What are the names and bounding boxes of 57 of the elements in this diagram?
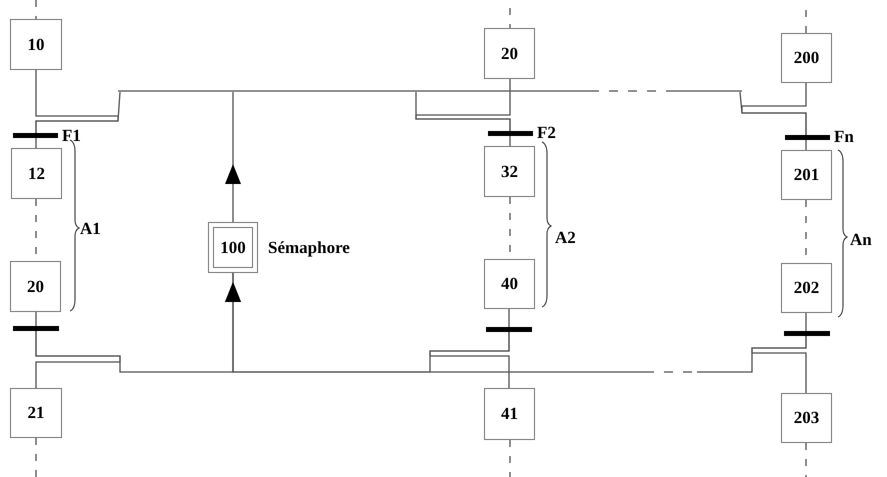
step-box	[484, 388, 535, 440]
connector-line	[739, 92, 807, 135]
step-number: 21	[28, 403, 44, 423]
connector-line	[508, 309, 510, 327]
connector-line	[805, 140, 807, 150]
step-number: 10	[28, 34, 44, 54]
step-number: 12	[28, 164, 45, 184]
sequence-label: A1	[80, 220, 101, 237]
step-box	[781, 263, 832, 313]
step-number: 100	[220, 238, 246, 258]
transition-bar	[488, 131, 533, 136]
step-box	[10, 19, 62, 70]
step-number: 41	[501, 404, 518, 424]
transition-label: F2	[537, 124, 556, 141]
arrow	[225, 92, 241, 222]
connector-line	[415, 92, 511, 131]
step-box	[781, 150, 832, 200]
step-box	[484, 146, 535, 197]
step-box	[781, 393, 832, 443]
transition-bar	[13, 133, 58, 138]
connector-line	[805, 313, 807, 331]
initial-step-box	[208, 222, 258, 273]
dashed-connector	[805, 10, 807, 33]
dashed-connector	[35, 438, 37, 477]
bus-line	[118, 90, 742, 92]
step-number: 203	[794, 408, 820, 428]
step-number: 32	[501, 162, 518, 182]
dashed-connector	[509, 8, 511, 28]
sequence-label: An	[850, 231, 872, 248]
step-box	[10, 388, 62, 438]
dashed-connector	[509, 440, 511, 477]
step-box	[484, 28, 535, 79]
sequence-label: A2	[555, 229, 576, 246]
connector-line	[509, 136, 511, 146]
step-caption: Sémaphore	[268, 239, 350, 256]
step-box	[11, 148, 62, 199]
transition-label: F1	[62, 127, 81, 144]
transition-bar	[13, 326, 59, 331]
step-number: 202	[794, 278, 820, 298]
connector-line	[35, 312, 37, 326]
dashed-connector	[35, 0, 37, 19]
step-number: 20	[501, 44, 518, 64]
dashed-connector	[805, 443, 807, 477]
transition-bar	[785, 135, 830, 140]
arrow	[225, 273, 807, 373]
step-number: 200	[794, 48, 820, 68]
step-box	[781, 33, 832, 83]
step-box	[484, 259, 535, 309]
step-number: 201	[794, 165, 820, 185]
step-number: 20	[27, 276, 44, 296]
connector-line	[35, 92, 121, 133]
transition-bar	[486, 327, 532, 332]
connector-line	[35, 138, 37, 148]
step-box	[10, 261, 61, 312]
step-number: 40	[501, 274, 518, 294]
transition-bar	[784, 331, 830, 336]
transition-label: Fn	[834, 128, 854, 145]
